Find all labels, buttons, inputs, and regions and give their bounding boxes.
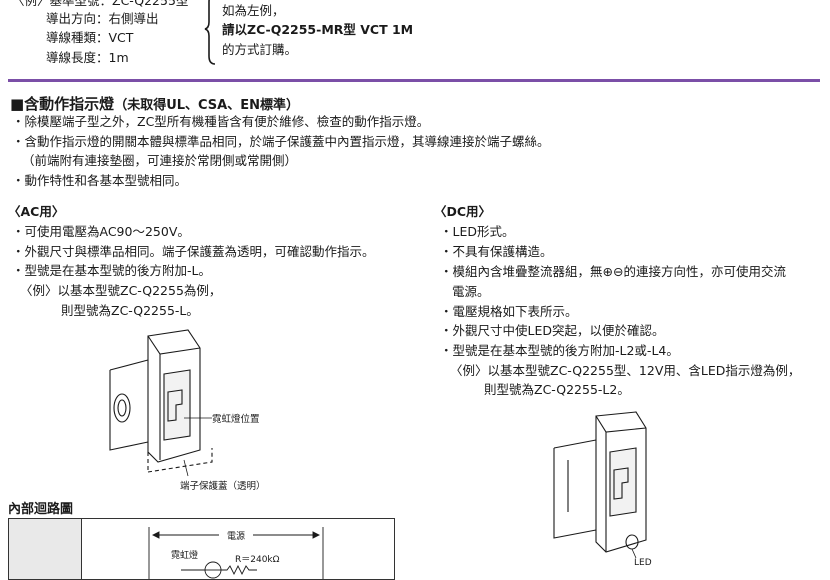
circuit-wiring [148, 527, 324, 579]
section-title: ■含動作指示燈（未取得UL、CSA、EN標準） [10, 93, 299, 114]
order-note-line-2: 請以ZC-Q2255-MR型 VCT 1M [222, 22, 414, 37]
ac-cover-label: 端子保護蓋（透明） [180, 481, 266, 492]
dc-line: 則型號為ZC-Q2255-L2。 [484, 382, 630, 397]
section-bullet: ・含動作指示燈的開關本體與標準品相同，於端子保護蓋中內置指示燈，其導線連接於端子… [12, 134, 550, 149]
dc-line: 電源。 [452, 284, 490, 299]
ac-line: ・可使用電壓為AC90～250V。 [12, 224, 190, 239]
section-title-note: （未取得UL、CSA、EN標準） [114, 98, 299, 113]
circuit-resistor-label: R＝240kΩ [235, 555, 280, 565]
order-note-line-1: 如為左例， [222, 3, 285, 18]
dc-heading: 〈DC用〉 [434, 204, 492, 219]
ac-switch-illustration [109, 329, 213, 477]
dc-line: ・電壓規格如下表所示。 [440, 304, 578, 319]
ac-line: ・型號是在基本型號的後方附加-L。 [12, 263, 211, 278]
dc-line: ・不具有保護構造。 [440, 244, 553, 259]
curly-brace [204, 0, 216, 65]
ac-line: 則型號為ZC-Q2255-L。 [61, 303, 199, 318]
section-divider [8, 79, 820, 82]
section-bullet: ・動作特性和各基本型號相同。 [12, 173, 188, 188]
dc-led-label: LED [634, 558, 652, 568]
order-note-line-3: 的方式訂購。 [222, 42, 298, 57]
circuit-heading: 內部迴路圖 [8, 502, 74, 517]
section-title-main: ■含動作指示燈 [10, 95, 115, 113]
ac-lamp-position-label: 霓虹燈位置 [212, 414, 260, 425]
circuit-power-label: 電源 [227, 532, 246, 542]
dc-line: ・型號是在基本型號的後方附加-L2或-L4。 [440, 343, 679, 358]
example-base-model: 〈例〉基準型號：ZC-Q2255型 [12, 0, 189, 8]
example-exit-direction: 導出方向：右側導出 [46, 11, 159, 26]
ac-line: ・外觀尺寸與標準品相同。端子保護蓋為透明，可確認動作指示。 [12, 244, 375, 259]
dc-line: ・外觀尺寸中使LED突起，以便於確認。 [440, 323, 665, 338]
dc-line: ・LED形式。 [440, 224, 515, 239]
dc-line: 〈例〉以基本型號ZC-Q2255型、12V用、含LED指示燈為例， [450, 363, 801, 378]
dc-line: ・模組內含堆疊整流器組，無⊕⊖的連接方向性，亦可使用交流 [440, 264, 786, 279]
dc-switch-illustration [553, 411, 647, 559]
example-cable-type: 導線種類：VCT [46, 30, 134, 45]
section-bullet: （前端附有連接墊圈，可連接於常閉側或常開側） [22, 153, 298, 168]
circuit-lamp-label: 霓虹燈 [171, 551, 199, 561]
circuit-diagram-box: 電源 霓虹燈 R＝240kΩ [8, 518, 395, 580]
ac-heading: 〈AC用〉 [8, 204, 65, 219]
ac-line: 〈例〉以基本型號ZC-Q2255為例， [20, 283, 222, 298]
section-bullet: ・除模壓端子型之外，ZC型所有機種皆含有便於維修、檢查的動作指示燈。 [12, 114, 430, 129]
example-cable-length: 導線長度：1m [46, 50, 129, 65]
circuit-label-panel [9, 519, 82, 579]
